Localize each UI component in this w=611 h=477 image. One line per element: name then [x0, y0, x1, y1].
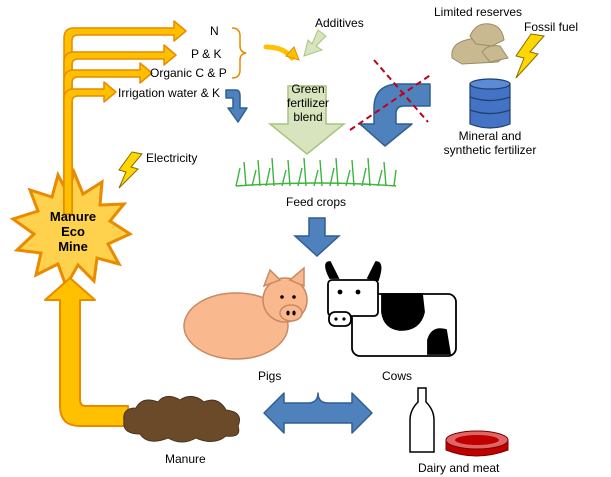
manure-products-double-arrow — [263, 392, 373, 434]
nutrient-pk-label: P & K — [191, 47, 222, 61]
dairy-and-meat-label: Dairy and meat — [418, 461, 500, 475]
feed-crops-label: Feed crops — [286, 195, 347, 209]
electricity-lightning-icon — [118, 151, 143, 189]
manure-pile — [123, 396, 240, 443]
green-fertilizer-label: Green fertilizer blend — [286, 82, 329, 124]
fossil-fuel-lightning-icon — [515, 33, 545, 79]
manure-label: Manure — [165, 452, 206, 466]
additives-arrow — [303, 29, 327, 57]
nutrient-brace — [231, 27, 247, 79]
nutrient-n-label: N — [210, 24, 219, 38]
mineral-fertilizer-label: Mineral and synthetic fertilizer — [443, 129, 537, 157]
manure-eco-mine-label: Manure Eco Mine — [49, 209, 97, 254]
mineral-fertilizer-barrel — [469, 78, 511, 129]
additives-label: Additives — [315, 16, 364, 30]
feed-crops-grass — [235, 157, 397, 187]
green-blend-arrow — [267, 85, 347, 155]
limited-reserves-rocks — [451, 23, 509, 65]
irrigation-blue-arrow — [225, 89, 248, 123]
fossil-fuel-label: Fossil fuel — [524, 20, 579, 34]
limited-reserves-label: Limited reserves — [434, 5, 523, 19]
cows-label: Cows — [382, 369, 413, 383]
dairy-bottle — [409, 387, 435, 453]
mineral-fertilizer-arrow — [359, 83, 431, 147]
nutrient-irrigation-label: Irrigation water & K — [118, 86, 221, 100]
mine-to-nutrients-arrows — [63, 20, 187, 215]
crossed-out-mark — [349, 59, 433, 131]
pigs-label: Pigs — [258, 369, 282, 383]
pig-illustration — [183, 266, 308, 360]
brace-to-blend-arrowhead — [285, 46, 300, 61]
nutrient-organic-cp-label: Organic C & P — [150, 66, 227, 80]
manure-to-mine-arrow — [44, 277, 129, 427]
meat-icon — [445, 430, 509, 457]
electricity-label: Electricity — [146, 151, 198, 165]
cow-illustration — [325, 261, 457, 357]
crops-to-animals-arrow — [293, 217, 341, 258]
